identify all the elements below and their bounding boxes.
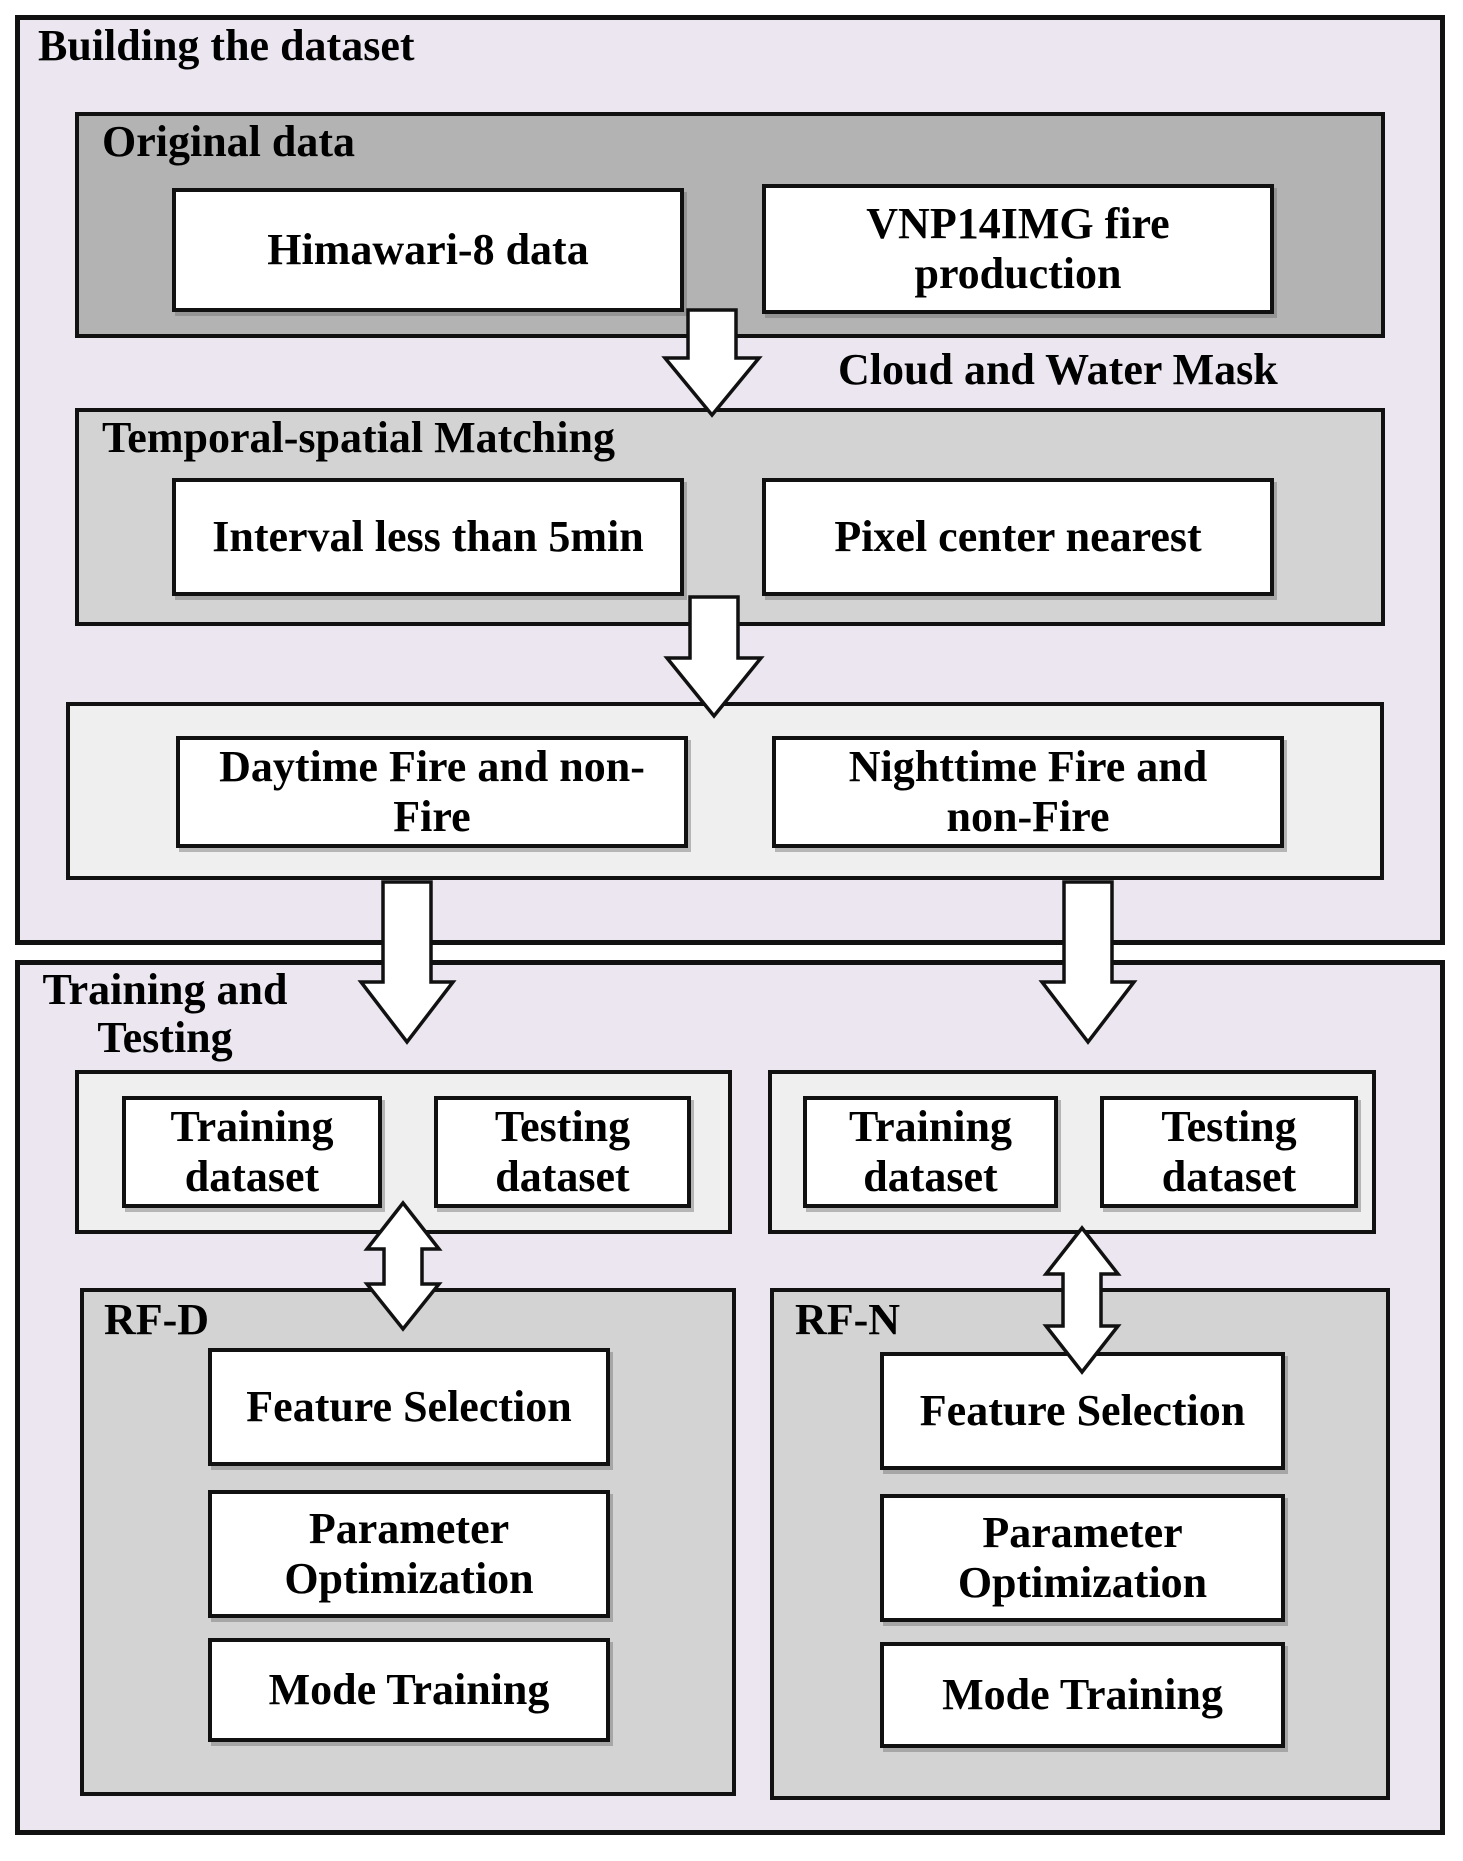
rf-d-label: RF-D	[104, 1295, 210, 1344]
cloud-water-mask-label: Cloud and Water Mask	[838, 345, 1278, 394]
building-dataset-title: Building the dataset	[38, 21, 415, 70]
rf-d-feature-selection-box: Feature Selection	[208, 1348, 610, 1466]
temporal-spatial-matching-label: Temporal-spatial Matching	[102, 413, 615, 462]
night-testing-dataset-box: Testing dataset	[1100, 1096, 1358, 1208]
day-testing-dataset-box: Testing dataset	[434, 1096, 691, 1208]
rf-n-feature-selection-box: Feature Selection	[880, 1352, 1285, 1470]
training-testing-title: Training and Testing	[42, 965, 288, 1063]
pixel-center-box: Pixel center nearest	[762, 478, 1274, 596]
day-training-dataset-box: Training dataset	[122, 1096, 382, 1208]
rf-n-mode-training-box: Mode Training	[880, 1642, 1285, 1748]
daytime-fire-box: Daytime Fire and non- Fire	[176, 736, 688, 848]
rf-n-parameter-optimization-box: Parameter Optimization	[880, 1494, 1285, 1622]
rf-d-parameter-optimization-box: Parameter Optimization	[208, 1490, 610, 1618]
rf-n-label: RF-N	[795, 1295, 901, 1344]
night-training-dataset-box: Training dataset	[803, 1096, 1058, 1208]
himawari-data-box: Himawari-8 data	[172, 188, 684, 312]
nighttime-fire-box: Nighttime Fire and non-Fire	[772, 736, 1284, 848]
rf-d-mode-training-box: Mode Training	[208, 1638, 610, 1742]
original-data-label: Original data	[102, 117, 356, 166]
interval-box: Interval less than 5min	[172, 478, 684, 596]
vnp14img-fire-box: VNP14IMG fire production	[762, 184, 1274, 314]
